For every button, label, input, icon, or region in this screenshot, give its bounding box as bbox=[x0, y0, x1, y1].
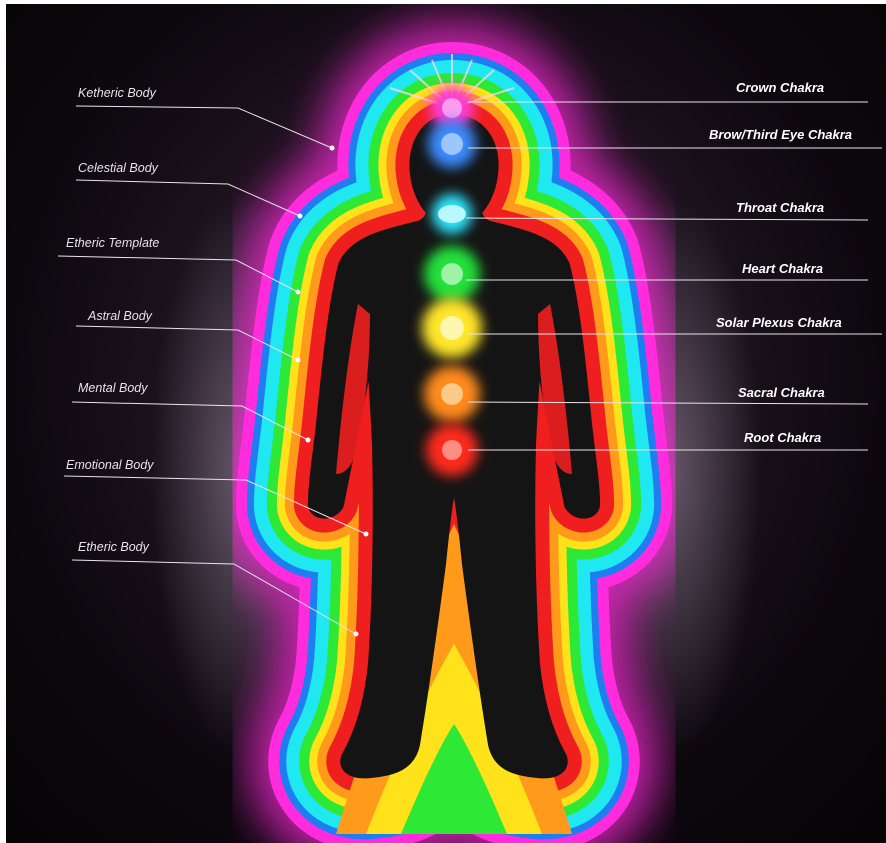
crown-chakra-label: Crown Chakra bbox=[736, 81, 824, 94]
celestial-body-label: Celestial Body bbox=[78, 162, 158, 175]
solar-plexus-chakra-point bbox=[422, 298, 482, 358]
brow-chakra-label: Brow/Third Eye Chakra bbox=[709, 128, 852, 141]
ketheric-leader-line bbox=[76, 106, 332, 148]
etheric-template-label: Etheric Template bbox=[66, 237, 159, 250]
mental-body-label: Mental Body bbox=[78, 382, 147, 395]
solar-plexus-chakra-label: Solar Plexus Chakra bbox=[716, 316, 842, 329]
etheric-body-label: Etheric Body bbox=[78, 541, 149, 554]
sacral-chakra-label: Sacral Chakra bbox=[738, 386, 825, 399]
root-chakra-label: Root Chakra bbox=[744, 431, 821, 444]
aura-canvas: Ketheric Body Celestial Body Etheric Tem… bbox=[6, 4, 886, 843]
emotional-body-label: Emotional Body bbox=[66, 459, 154, 472]
throat-chakra-label: Throat Chakra bbox=[736, 201, 824, 214]
heart-chakra-point bbox=[424, 246, 480, 302]
sacral-chakra-point bbox=[424, 366, 480, 422]
astral-body-label: Astral Body bbox=[88, 310, 152, 323]
ketheric-body-label: Ketheric Body bbox=[78, 87, 156, 100]
throat-chakra-point bbox=[432, 194, 472, 234]
brow-chakra-point bbox=[428, 120, 476, 168]
heart-chakra-label: Heart Chakra bbox=[742, 262, 823, 275]
